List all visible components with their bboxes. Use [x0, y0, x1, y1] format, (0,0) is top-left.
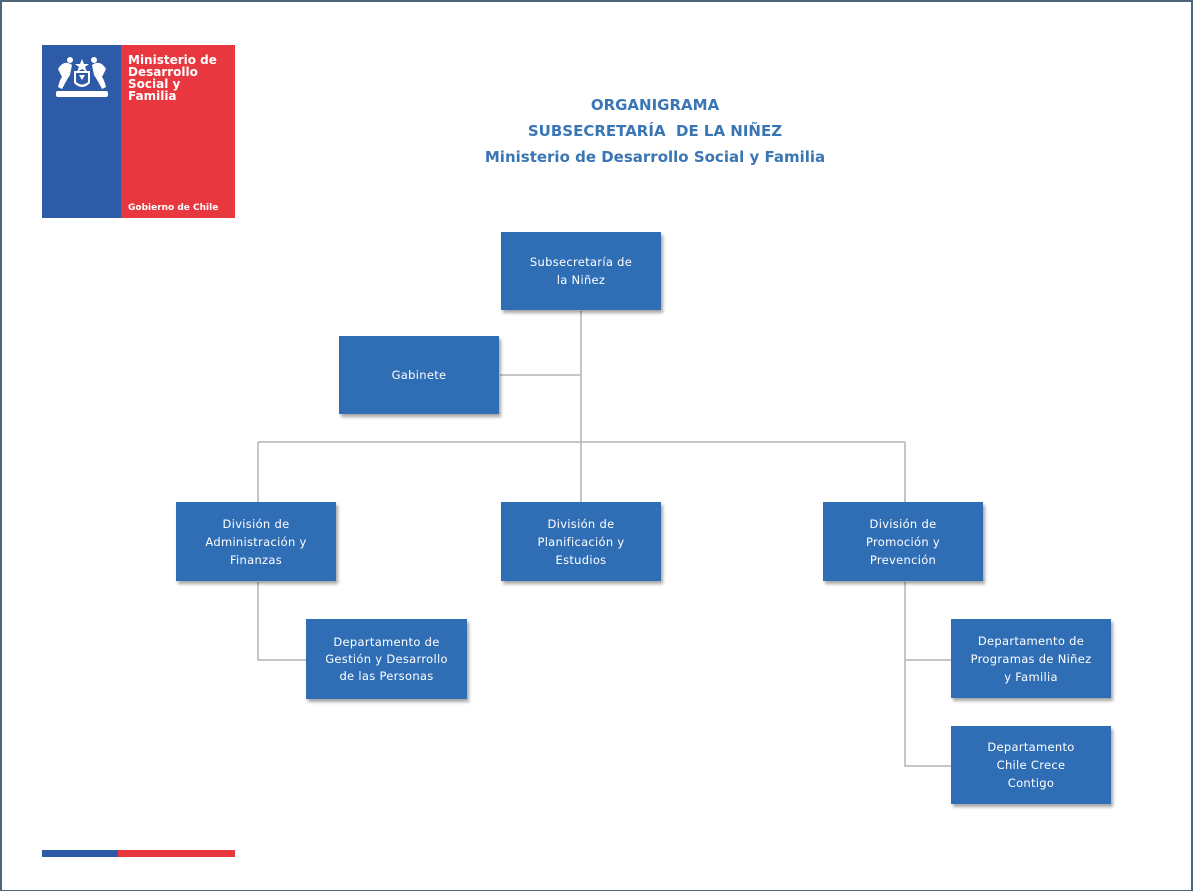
title-line-1: ORGANIGRAMA: [590, 96, 720, 114]
node-dep-programas: Departamento de Programas de Niñez y Fam…: [951, 619, 1111, 698]
title-line-3: Ministerio de Desarrollo Social y Famili…: [484, 148, 826, 166]
footer-bar-red: [118, 850, 235, 857]
logo-line-2: Desarrollo: [128, 65, 198, 79]
node-dep-gestion: Departamento de Gestión y Desarrollo de …: [306, 619, 467, 699]
logo-government: Gobierno de Chile: [128, 203, 219, 213]
node-div-planificacion: División de Planificación y Estudios: [501, 502, 661, 581]
node-div-admin: División de Administración y Finanzas: [176, 502, 336, 581]
ministry-logo: Ministerio de Desarrollo Social y Famili…: [42, 45, 235, 218]
logo-ministry-name: Ministerio de Desarrollo Social y Famili…: [128, 54, 232, 102]
coat-of-arms-icon: [56, 57, 108, 97]
logo-line-4: Familia: [128, 89, 177, 103]
footer-bar-blue: [42, 850, 118, 857]
node-subsecretaria: Subsecretaría de la Niñez: [501, 232, 661, 310]
logo-red-panel: [121, 45, 235, 218]
node-div-promocion: División de Promoción y Prevención: [823, 502, 983, 581]
connector-promocion-deps: [904, 582, 951, 767]
node-dep-chile-crece: Departamento Chile Crece Contigo: [951, 726, 1111, 804]
title-line-2: SUBSECRETARÍA DE LA NIÑEZ: [527, 122, 783, 140]
chart-title: ORGANIGRAMA SUBSECRETARÍA DE LA NIÑEZ Mi…: [390, 92, 920, 170]
logo-line-3: Social y: [128, 77, 181, 91]
connector-dep-gestion: [257, 582, 306, 661]
logo-line-1: Ministerio de: [128, 53, 217, 67]
logo-blue-panel: [42, 45, 121, 218]
node-gabinete: Gabinete: [339, 336, 499, 414]
